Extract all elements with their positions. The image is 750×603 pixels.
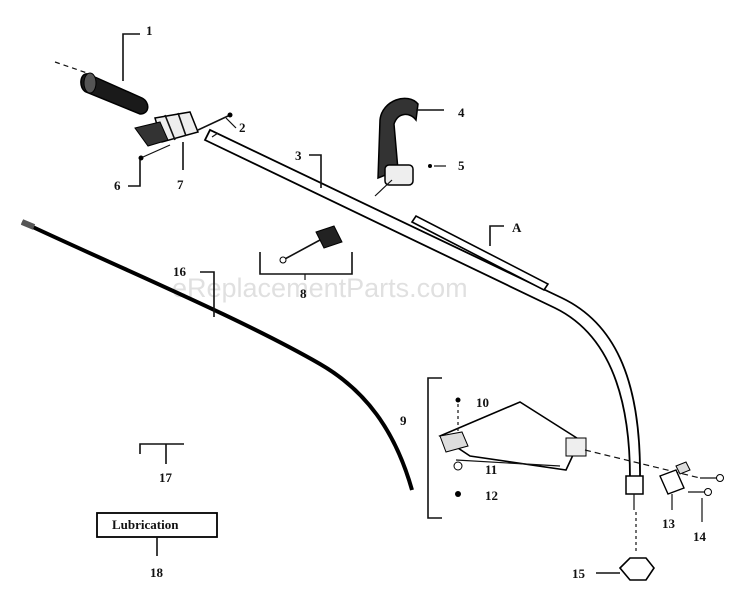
label-6: 6 (114, 178, 121, 193)
label-8: 8 (300, 286, 307, 301)
label-15: 15 (572, 566, 586, 581)
label-18: 18 (150, 565, 164, 580)
part-13-clamp[interactable] (659, 461, 691, 495)
label-7: 7 (177, 177, 184, 192)
part-18-lubrication[interactable]: Lubrication (96, 512, 218, 556)
part-11-nut[interactable] (453, 461, 463, 471)
callout-8: 8 (259, 252, 353, 301)
label-17: 17 (159, 470, 173, 485)
watermark: eReplacementParts.com (172, 273, 468, 303)
callout-6: 6 (114, 160, 141, 193)
callout-2: 2 (225, 117, 246, 135)
part-2-screw[interactable] (197, 112, 233, 131)
callout-15: 15 (572, 566, 620, 581)
part-15-nut[interactable] (618, 512, 655, 581)
label-5: 5 (458, 158, 465, 173)
part-12-washer[interactable] (455, 491, 461, 497)
label-11: 11 (485, 462, 497, 477)
part-a-tube[interactable] (410, 214, 550, 292)
callout-13: 13 (662, 494, 676, 531)
part-7-throttle-housing[interactable] (134, 111, 200, 147)
lubrication-label: Lubrication (112, 517, 179, 532)
callout-9: 9 (400, 377, 442, 519)
label-3: 3 (295, 148, 302, 163)
callout-16: 16 (173, 264, 215, 317)
part-10-screw[interactable] (455, 397, 461, 433)
part-9-deflector-bracket[interactable] (438, 401, 587, 471)
label-14: 14 (693, 529, 707, 544)
part-5-screw[interactable] (428, 164, 446, 168)
label-16: 16 (173, 264, 187, 279)
callout-a: A (489, 220, 522, 246)
part-4-handle[interactable] (374, 97, 419, 197)
label-1: 1 (146, 23, 153, 38)
label-4: 4 (458, 105, 465, 120)
callout-7: 7 (177, 142, 184, 192)
part-1-grip[interactable] (54, 61, 149, 115)
callout-4: 4 (416, 105, 465, 120)
callout-1: 1 (122, 23, 153, 81)
part-6-screw[interactable] (138, 144, 171, 161)
label-a: A (512, 220, 522, 235)
label-10: 10 (476, 395, 489, 410)
part-14-screw[interactable] (688, 474, 724, 496)
callout-3: 3 (295, 148, 322, 188)
callout-14: 14 (693, 498, 707, 544)
part-3-shaft-housing[interactable] (203, 128, 644, 510)
label-2: 2 (239, 120, 246, 135)
part-17-bracket[interactable] (139, 443, 184, 464)
label-13: 13 (662, 516, 676, 531)
label-9: 9 (400, 413, 407, 428)
label-12: 12 (485, 488, 498, 503)
part-16-drive-cable[interactable] (20, 219, 414, 491)
part-8-bolt-knob[interactable] (279, 225, 343, 264)
